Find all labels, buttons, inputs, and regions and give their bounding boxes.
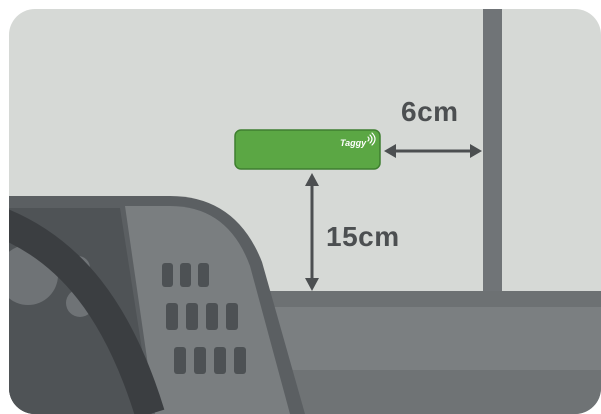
pillar-distance-label: 6cm [401,98,459,126]
console-button [206,303,218,330]
console-button [162,263,173,287]
console-button [166,303,178,330]
dashboard-distance-label: 15cm [326,223,400,251]
console-button [226,303,238,330]
console-button [186,303,198,330]
console-button [214,347,226,374]
tag-brand-label: Taggy [340,139,366,148]
windscreen-pillar [483,9,502,299]
console-button [234,347,246,374]
console-button [198,263,209,287]
console-button [174,347,186,374]
toll-tag [235,130,380,169]
console-button [180,263,191,287]
console-button [194,347,206,374]
